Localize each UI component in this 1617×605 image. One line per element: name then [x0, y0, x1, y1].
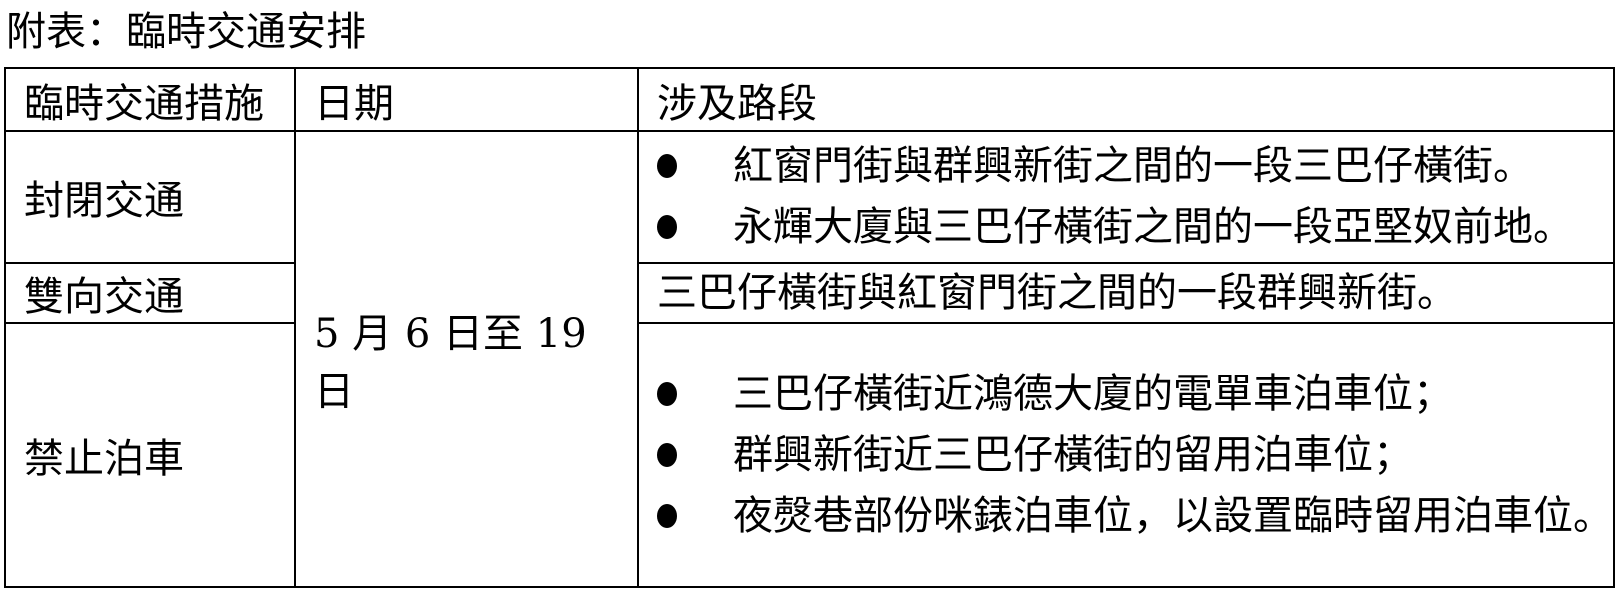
road-sections-cell: 三巴仔橫街近鴻德大廈的電單車泊車位； 群興新街近三巴仔橫街的留用泊車位； 夜㷫巷… — [637, 322, 1615, 588]
traffic-arrangement-table: 臨時交通措施 日期 涉及路段 封閉交通 5 月 6 日至 19 日 紅窗門街與群… — [4, 67, 1615, 588]
bullet-icon — [657, 154, 677, 178]
date-cell: 5 月 6 日至 19 日 — [294, 130, 639, 588]
measure-cell: 雙向交通 — [4, 262, 296, 324]
table-header-row: 臨時交通措施 日期 涉及路段 — [4, 67, 1615, 132]
section-text: 群興新街近三巴仔橫街的留用泊車位； — [733, 431, 1413, 478]
bullet-icon — [657, 503, 677, 528]
list-item: 永輝大廈與三巴仔橫街之間的一段亞堅奴前地。 — [639, 197, 1613, 258]
section-text: 三巴仔橫街與紅窗門街之間的一段群興新街。 — [657, 270, 1457, 316]
section-text: 永輝大廈與三巴仔橫街之間的一段亞堅奴前地。 — [733, 204, 1573, 250]
header-measure: 臨時交通措施 — [4, 67, 296, 132]
section-text: 紅窗門街與群興新街之間的一段三巴仔橫街。 — [733, 143, 1533, 189]
bullet-list: 紅窗門街與群興新街之間的一段三巴仔橫街。 永輝大廈與三巴仔橫街之間的一段亞堅奴前… — [639, 136, 1613, 258]
bullet-icon — [657, 215, 677, 239]
document-title: 附表：臨時交通安排 — [6, 9, 366, 55]
road-sections-cell: 紅窗門街與群興新街之間的一段三巴仔橫街。 永輝大廈與三巴仔橫街之間的一段亞堅奴前… — [637, 130, 1615, 264]
road-sections-cell: 三巴仔橫街與紅窗門街之間的一段群興新街。 — [637, 262, 1615, 324]
section-text: 三巴仔橫街近鴻德大廈的電單車泊車位； — [733, 370, 1453, 417]
measure-cell: 封閉交通 — [4, 130, 296, 264]
list-item: 紅窗門街與群興新街之間的一段三巴仔橫街。 — [639, 136, 1613, 197]
header-date: 日期 — [294, 67, 639, 132]
table-row: 雙向交通 三巴仔橫街與紅窗門街之間的一段群興新街。 — [4, 262, 1615, 324]
table-row: 禁止泊車 三巴仔橫街近鴻德大廈的電單車泊車位； 群興新街近三巴仔橫街的留用泊車位… — [4, 322, 1615, 588]
bullet-icon — [657, 442, 677, 467]
bullet-list: 三巴仔橫街近鴻德大廈的電單車泊車位； 群興新街近三巴仔橫街的留用泊車位； 夜㷫巷… — [639, 364, 1613, 547]
header-road-sections: 涉及路段 — [637, 67, 1615, 132]
bullet-icon — [657, 381, 677, 406]
list-item: 群興新街近三巴仔橫街的留用泊車位； — [639, 425, 1613, 486]
list-item: 夜㷫巷部份咪錶泊車位，以設置臨時留用泊車位。 — [639, 486, 1613, 547]
measure-cell: 禁止泊車 — [4, 322, 296, 588]
list-item: 三巴仔橫街近鴻德大廈的電單車泊車位； — [639, 364, 1613, 425]
table-row: 封閉交通 5 月 6 日至 19 日 紅窗門街與群興新街之間的一段三巴仔橫街。 … — [4, 130, 1615, 588]
section-text: 夜㷫巷部份咪錶泊車位，以設置臨時留用泊車位。 — [733, 492, 1613, 539]
